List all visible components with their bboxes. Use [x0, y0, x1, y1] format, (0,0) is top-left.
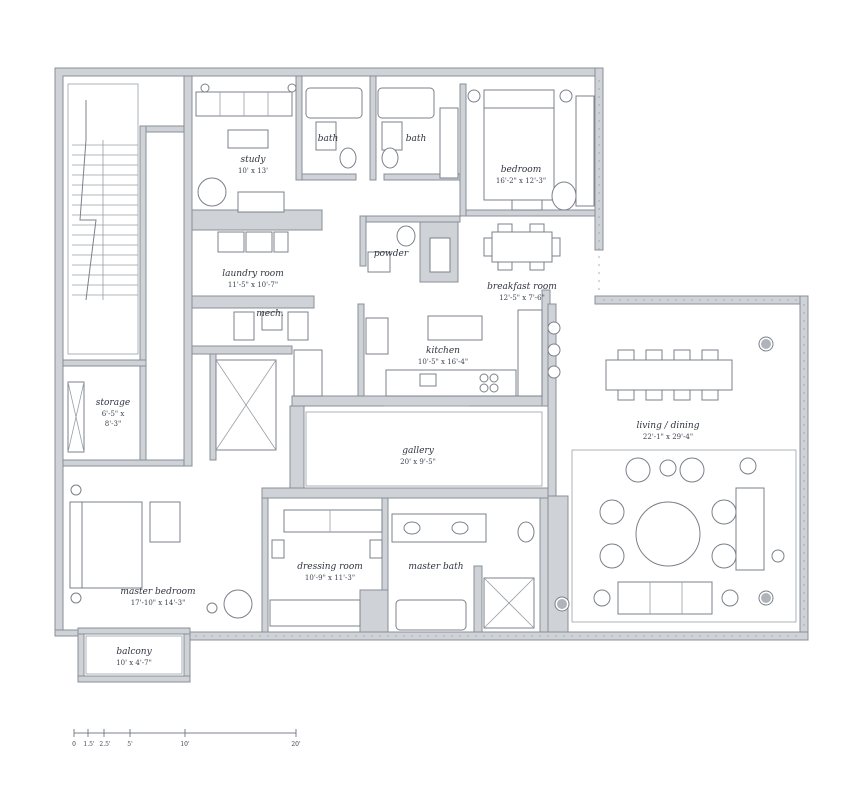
breakfast-dims: 12'-5" x 7'-6" [499, 294, 545, 302]
storage-dims-2: 8'-3" [105, 420, 121, 428]
bedroom-dims: 16'-2" x 12'-3" [496, 177, 546, 185]
bedroom-label: bedroom [501, 165, 542, 175]
master-bedroom-furniture [69, 484, 253, 619]
scale-tick-1: 1.5' [83, 741, 95, 748]
gallery-dims: 20' x 9'-5" [400, 458, 436, 466]
scale-tick-5: 20' [291, 741, 301, 748]
laundry-fixtures [215, 231, 323, 451]
dressing-dims: 10'-9" x 11'-3" [305, 574, 355, 582]
powder-fixtures [367, 225, 451, 273]
kitchen-label: kitchen [426, 346, 460, 356]
master-bath-fixtures [391, 513, 535, 631]
room-labels: study 10' x 13' bath bath bedroom 16'-2"… [96, 134, 700, 667]
breakfast-label: breakfast room [487, 282, 557, 292]
powder-label: powder [374, 249, 409, 259]
kitchen-fixtures [365, 309, 561, 397]
laundry-dims: 11'-5" x 10'-7" [228, 281, 278, 289]
gallery-features [305, 405, 543, 487]
laundry-label: laundry room [222, 269, 284, 279]
interior-walls [62, 75, 596, 633]
living-area [554, 449, 797, 623]
scale-tick-4: 10' [180, 741, 190, 748]
dressing-furniture [269, 509, 383, 627]
living-dims: 22'-1" x 29'-4" [643, 433, 693, 441]
scale-tick-0: 0 [72, 741, 76, 748]
exterior-walls [54, 67, 809, 641]
kitchen-dims: 10'-5" x 16'-4" [418, 358, 468, 366]
gallery-label: gallery [402, 446, 435, 456]
bath-left-label: bath [318, 134, 339, 144]
master-bedroom-label: master bedroom [120, 587, 195, 597]
bath-right-label: bath [406, 134, 427, 144]
staircase [67, 83, 139, 355]
storage-label: storage [96, 398, 130, 408]
master-bath-label: master bath [408, 562, 463, 572]
study-label: study [241, 155, 267, 165]
study-dims: 10' x 13' [238, 167, 268, 175]
mech-label: mech. [256, 309, 284, 319]
balcony-outline [77, 627, 191, 683]
storage-shelves [67, 381, 85, 453]
master-bedroom-dims: 17'-10" x 14'-3" [131, 599, 186, 607]
scale-tick-3: 5' [127, 741, 133, 748]
living-label: living / dining [637, 421, 700, 431]
dining-table [605, 336, 774, 401]
scale-bar: 0 1.5' 2.5' 5' 10' 20' [72, 729, 301, 748]
study-furniture [195, 83, 297, 213]
bath-fixtures [305, 87, 459, 179]
balcony-dims: 10' x 4'-7" [116, 659, 152, 667]
balcony-label: balcony [116, 647, 152, 657]
dressing-label: dressing room [297, 562, 363, 572]
scale-tick-2: 2.5' [99, 741, 111, 748]
storage-dims-1: 6'-5" x [102, 410, 125, 418]
breakfast-table [483, 223, 561, 271]
bedroom-furniture [467, 89, 595, 211]
